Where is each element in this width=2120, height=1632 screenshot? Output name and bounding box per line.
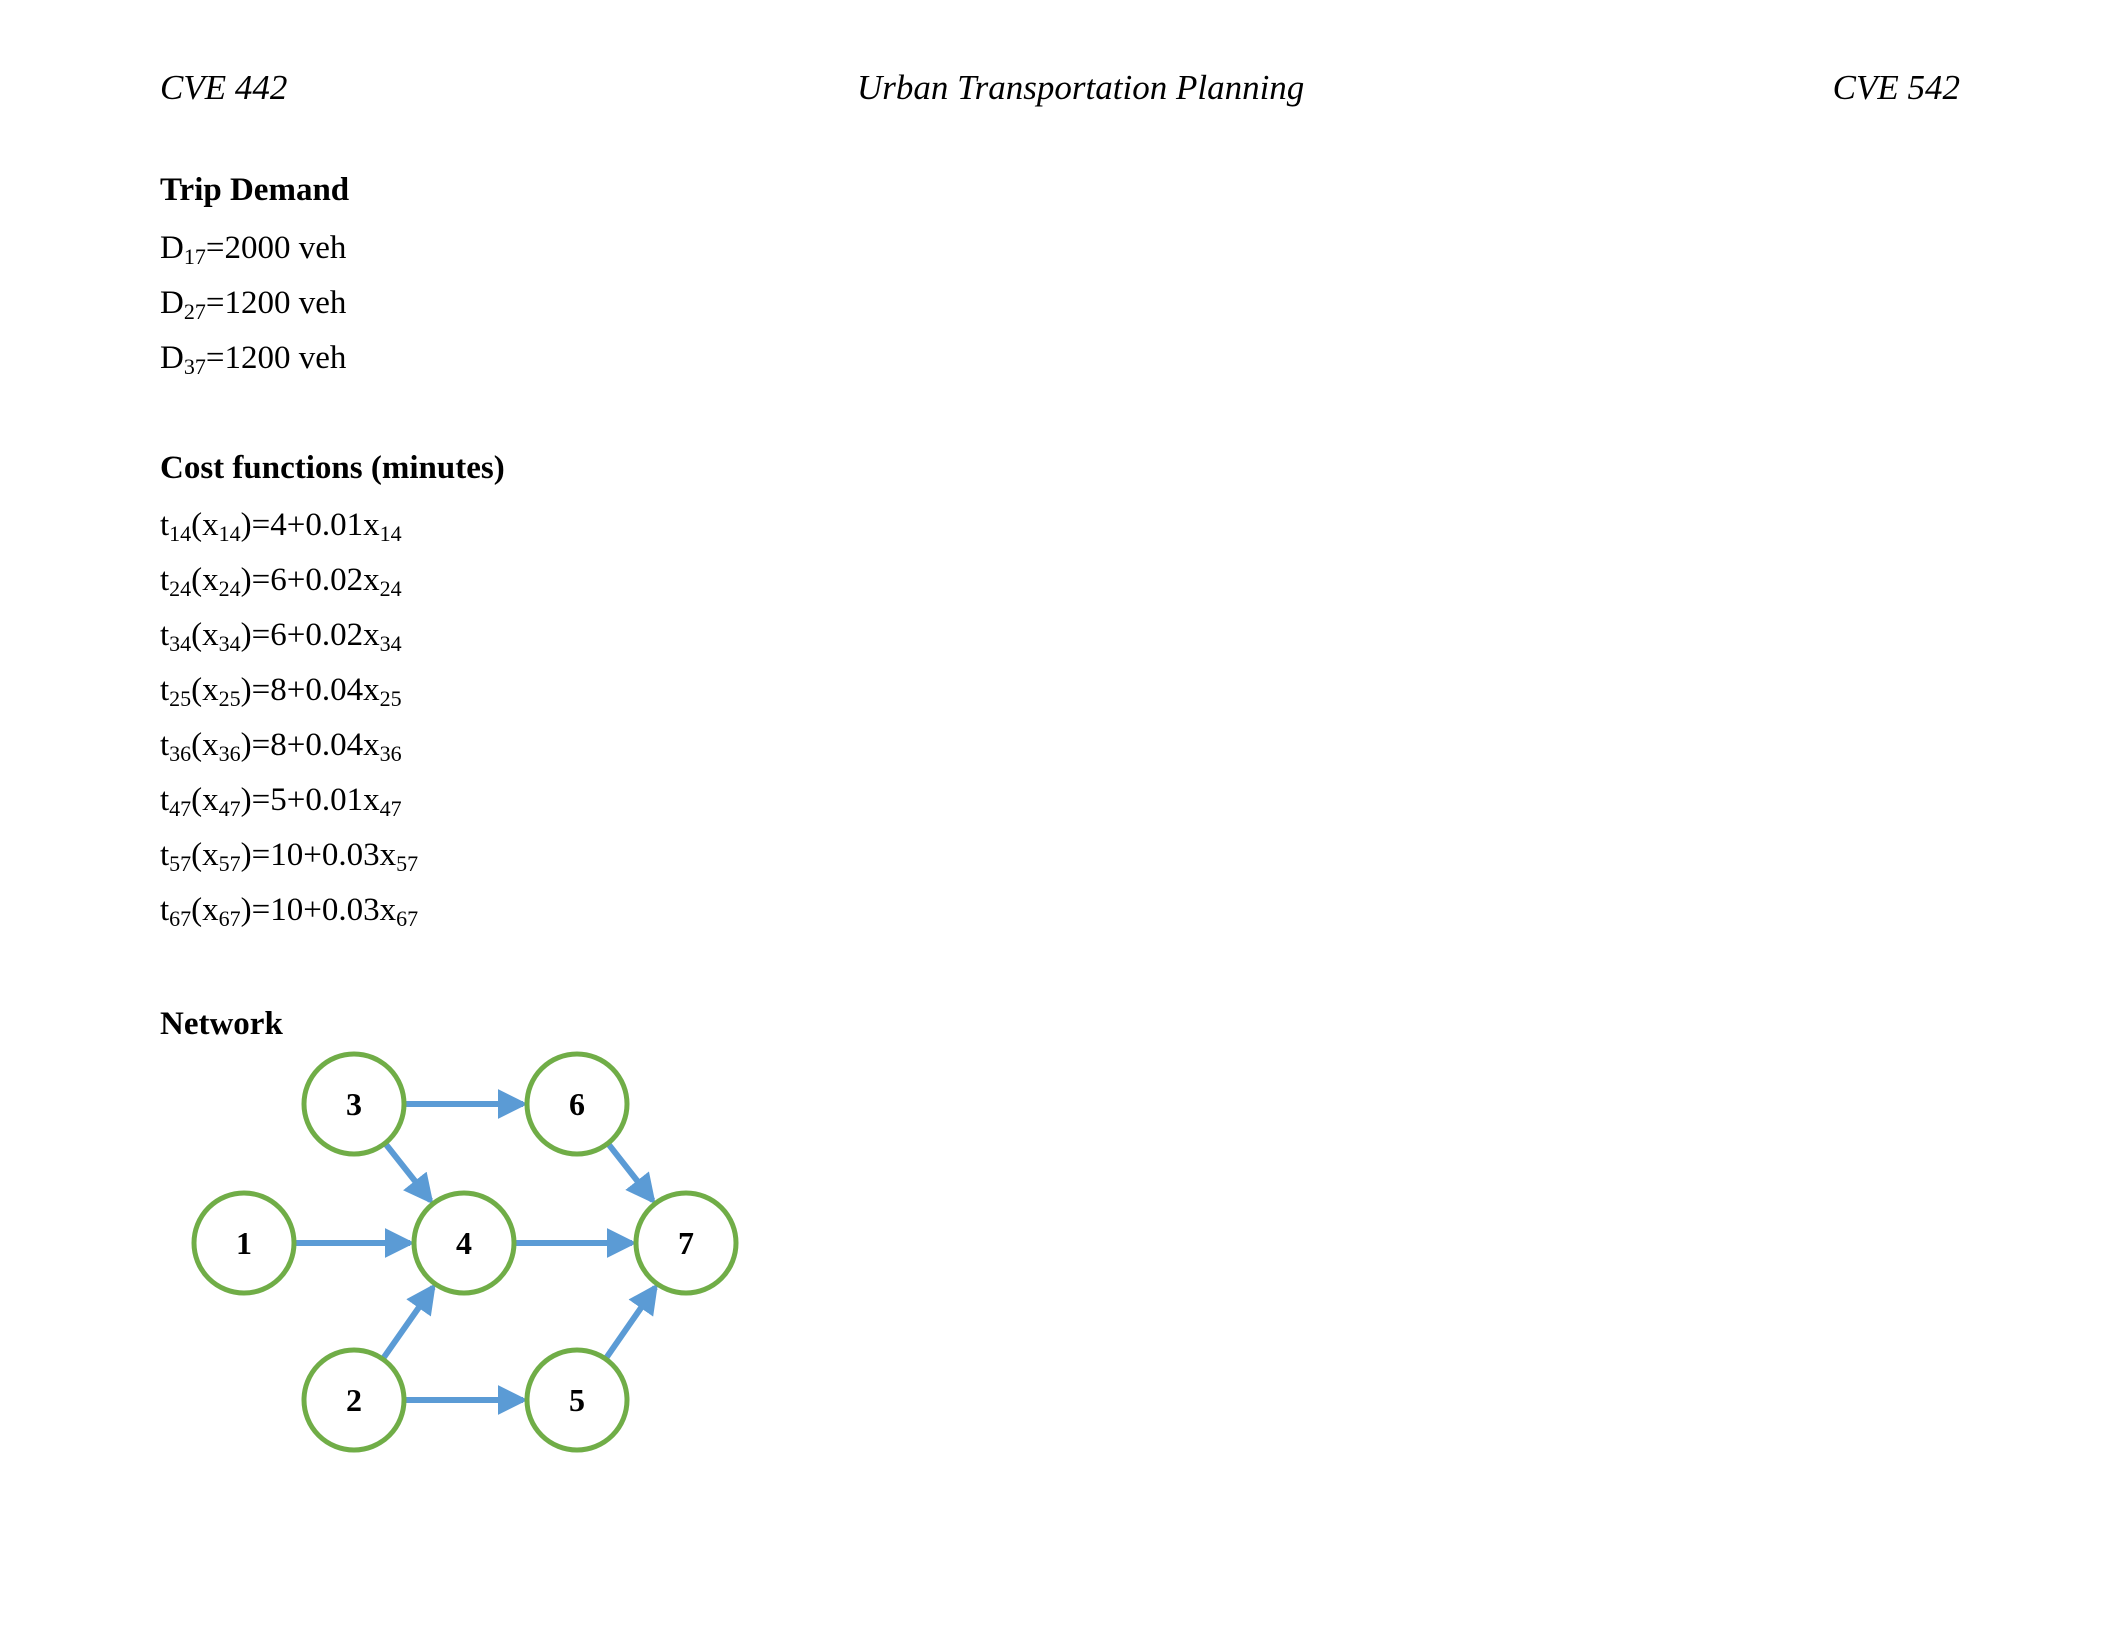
network-heading: Network [160, 1006, 283, 1042]
document-title: Urban Transportation Planning [857, 68, 1305, 107]
cost-function-57: t57(x57)=10+0.03x57 [160, 837, 419, 876]
node-6: 6 [524, 1051, 630, 1157]
node-label: 4 [456, 1225, 472, 1261]
trip-demand-heading: Trip Demand [160, 172, 350, 208]
link-6-7 [606, 1143, 656, 1205]
node-circle [191, 1190, 297, 1296]
link-3-4 [383, 1142, 434, 1205]
trip-demand-item: D27=1200 veh [160, 285, 347, 324]
cost-function-14: t14(x14)=4+0.01x14 [160, 507, 402, 546]
trip-demand-item: D17=2000 veh [160, 230, 347, 269]
course-code-left: CVE 442 [160, 68, 288, 107]
node-label: 7 [678, 1225, 694, 1261]
link-5-7 [604, 1283, 658, 1359]
node-label: 3 [346, 1086, 362, 1122]
node-label: 2 [346, 1382, 362, 1418]
trip-demand-item: D37=1200 veh [160, 340, 347, 379]
cost-function-67: t67(x67)=10+0.03x67 [160, 892, 419, 931]
cost-function-34: t34(x34)=6+0.02x34 [160, 617, 402, 656]
cost-functions-heading: Cost functions (minutes) [160, 450, 505, 486]
node-7: 7 [633, 1190, 739, 1296]
node-1: 1 [191, 1190, 297, 1296]
node-5: 5 [524, 1347, 630, 1453]
node-label: 5 [569, 1382, 585, 1418]
node-circle [411, 1190, 517, 1296]
link-2-4 [381, 1283, 436, 1360]
node-circle [301, 1347, 407, 1453]
node-circle [633, 1190, 739, 1296]
node-3: 3 [301, 1051, 407, 1157]
cost-function-25: t25(x25)=8+0.04x25 [160, 672, 402, 711]
course-code-right: CVE 542 [1832, 68, 1960, 107]
cost-function-36: t36(x36)=8+0.04x36 [160, 727, 402, 766]
cost-function-24: t24(x24)=6+0.02x24 [160, 562, 402, 601]
node-2: 2 [301, 1347, 407, 1453]
node-circle [524, 1347, 630, 1453]
cost-function-47: t47(x47)=5+0.01x47 [160, 782, 402, 821]
network-nodes: 1 2 3 4 5 6 7 [191, 1051, 739, 1453]
network-links [296, 1089, 658, 1415]
node-circle [301, 1051, 407, 1157]
node-label: 6 [569, 1086, 585, 1122]
node-label: 1 [236, 1225, 252, 1261]
node-circle [524, 1051, 630, 1157]
node-4: 4 [411, 1190, 517, 1296]
